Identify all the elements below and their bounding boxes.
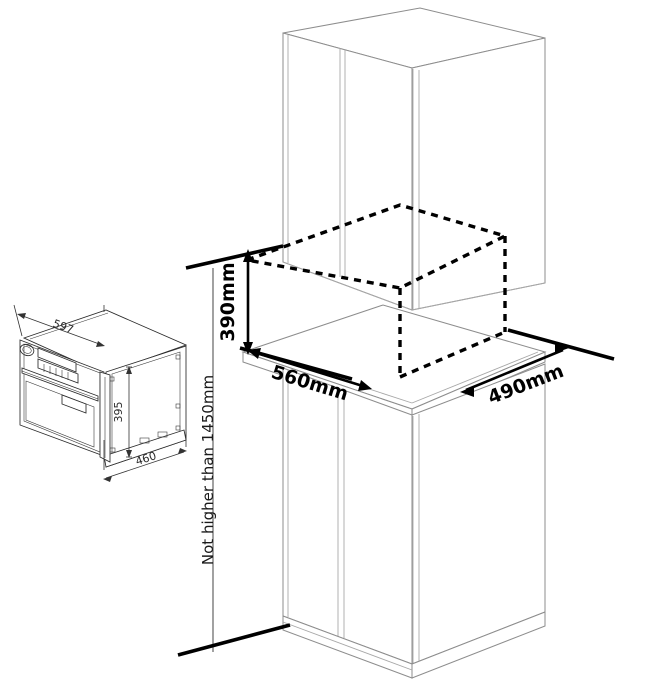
plinth-right-face <box>411 611 546 679</box>
dim-390-label: 390mm <box>217 262 239 341</box>
mount-tab-6 <box>139 437 150 444</box>
dim-460-measure-line <box>105 451 185 479</box>
appliance-niche <box>246 203 510 379</box>
oven-top-inner-line <box>29 312 109 340</box>
dim-490-arrowhead-right <box>555 343 569 353</box>
upper-cabinet-bottom-right <box>411 282 546 311</box>
dim-460-label: 460 <box>134 449 158 468</box>
dim-490-arrowhead-left <box>460 386 474 397</box>
control-knob-icon[interactable] <box>19 342 36 357</box>
tall-kitchen-cabinet <box>241 7 547 679</box>
oven-door-badge <box>61 394 87 414</box>
dim-560-measure-line <box>252 350 367 389</box>
lower-cabinet-front-face <box>282 367 413 665</box>
dim-560-arrowhead-right <box>358 380 372 391</box>
lower-cabinet-box <box>282 363 546 665</box>
dimension-install-height: Not higher than 1450mm <box>177 268 291 657</box>
dim-597-arrowhead-right <box>96 341 105 347</box>
oven-door-handle[interactable] <box>21 367 99 402</box>
upper-cabinet-front-face <box>282 32 413 311</box>
built-in-oven-unit: 597 395 460 <box>13 304 188 482</box>
dim-395-arrowhead-bottom <box>126 450 132 458</box>
dim-490-measure-line <box>465 348 564 392</box>
dim-460-arrowhead-right <box>178 448 187 454</box>
digital-display <box>37 347 77 373</box>
lower-cabinet-right-face <box>411 363 546 665</box>
mount-tab-7 <box>157 431 168 438</box>
dim-1450-extension-bottom <box>177 623 291 657</box>
dim-597-arrowhead-left <box>17 313 26 319</box>
niche-top-outline <box>246 203 510 290</box>
oven-door-handle-seam <box>21 370 99 400</box>
dim-390-extension-top <box>185 244 284 270</box>
dim-597-measure-line <box>19 314 103 346</box>
dim-390-arrowhead-top <box>243 249 253 262</box>
mid-deck-inner-line-right <box>411 351 539 404</box>
mount-tab-2 <box>175 354 181 360</box>
dim-395-label: 395 <box>112 402 125 423</box>
upper-cabinet-right-face <box>411 37 546 311</box>
dim-390-arrowhead-bottom <box>243 342 253 355</box>
dim-395-arrowhead-top <box>126 366 132 374</box>
niche-bottom-right <box>399 330 506 379</box>
dimension-appliance-height: 395 <box>112 366 132 458</box>
dimension-niche-height: 390mm <box>185 244 353 381</box>
control-knob-inner-icon <box>22 346 32 354</box>
dim-597-ext-left <box>13 304 23 337</box>
dim-560-arrowhead-left <box>247 348 261 359</box>
mount-tab-4 <box>175 425 181 431</box>
dimension-appliance-depth: 460 <box>103 432 187 482</box>
dim-1450-label: Not higher than 1450mm <box>199 375 217 565</box>
dim-490-extension <box>507 328 615 361</box>
plinth-top-seam <box>282 621 413 671</box>
mount-tab-3 <box>175 403 181 409</box>
dim-460-arrowhead-left <box>103 476 112 482</box>
